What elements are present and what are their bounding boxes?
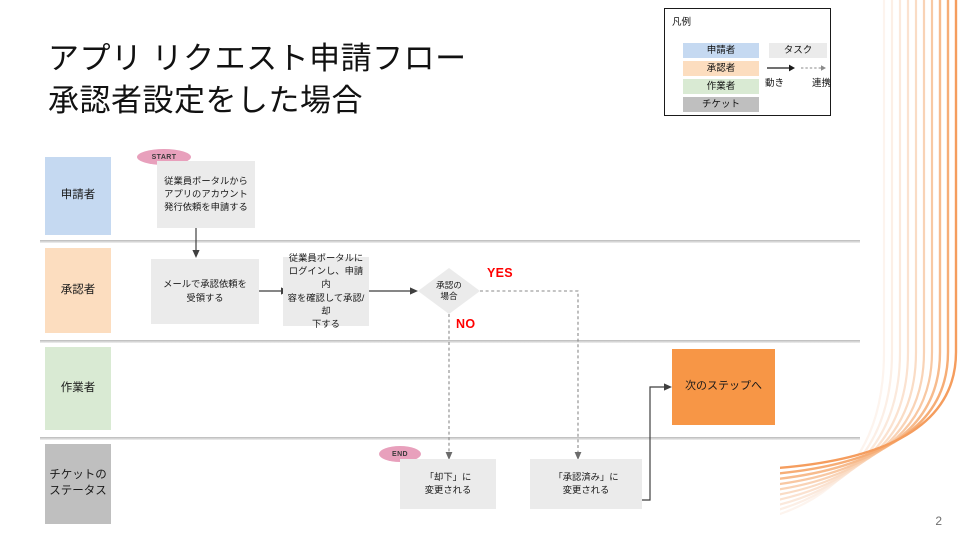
lane-label-worker: 作業者 xyxy=(45,347,111,430)
lane-label-approver: 承認者 xyxy=(45,248,111,333)
legend-heading: 凡例 xyxy=(672,17,692,28)
decision-diamond-shape xyxy=(418,268,480,314)
legend-role-approver: 承認者 xyxy=(683,61,759,76)
task-applicant-submit[interactable]: 従業員ポータルから アプリのアカウント 発行依頼を申請する xyxy=(157,161,255,228)
task-approver-review[interactable]: 従業員ポータルに ログインし、申請内 容を確認して承認/却 下する xyxy=(283,253,369,329)
legend-role-worker: 作業者 xyxy=(683,79,759,94)
task-next-step[interactable]: 次のステップへ xyxy=(672,349,775,425)
legend-box: 凡例 申請者 承認者 作業者 チケット タスク 動き 連携 xyxy=(664,8,831,116)
end-marker: END xyxy=(379,446,421,462)
legend-role-applicant: 申請者 xyxy=(683,43,759,58)
lane-separator-2 xyxy=(40,340,860,343)
branch-label-yes: YES xyxy=(487,266,513,280)
legend-arrow-icons xyxy=(767,64,826,72)
lane-label-applicant: 申請者 xyxy=(45,157,111,235)
lane-label-ticket-status: チケットの ステータス xyxy=(45,444,111,524)
ticket-status-rejected[interactable]: 「却下」に 変更される xyxy=(400,459,496,509)
branch-label-no: NO xyxy=(456,317,476,331)
lane-separator-1 xyxy=(40,240,860,243)
page-number: 2 xyxy=(935,514,942,528)
task-approver-receive-mail[interactable]: メールで承認依頼を 受領する xyxy=(151,259,259,324)
legend-task-sample: タスク xyxy=(769,43,827,58)
decision-label: 承認の 場合 xyxy=(436,279,462,301)
legend-solid-label: 動き xyxy=(765,78,785,89)
ticket-status-approved[interactable]: 「承認済み」に 変更される xyxy=(530,459,642,509)
legend-arrow-labels: 動き 連携 xyxy=(765,75,831,89)
legend-role-ticket: チケット xyxy=(683,97,759,112)
legend-dotted-label: 連携 xyxy=(811,78,831,89)
page-title: アプリ リクエスト申請フロー 承認者設定をした場合 xyxy=(48,41,467,118)
lane-separator-3 xyxy=(40,437,860,440)
decision-approval[interactable]: 承認の 場合 xyxy=(418,268,480,314)
